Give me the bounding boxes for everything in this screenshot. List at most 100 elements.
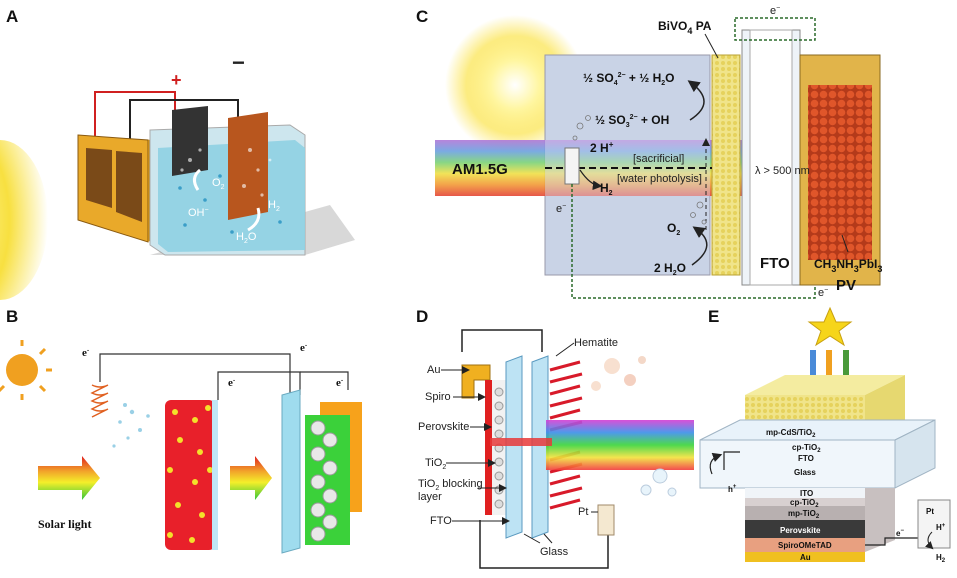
electron-wire-1 [99,353,291,395]
sun-icon [0,340,52,400]
sun-icon [807,306,853,347]
pt-coil-electrode [90,384,109,418]
perovskite-label: Perovskite [780,526,821,535]
electron-label: e− [896,528,904,538]
hematite-nanorods [165,400,218,550]
bubbles [572,115,707,225]
solar-light-arrow-2 [230,456,272,500]
hematite-pointer [555,342,575,357]
electron-wire [865,537,918,546]
bivo4-photoanode [711,54,741,276]
bubbles [591,356,677,497]
solar-cell-strip-1 [86,148,112,208]
solar-light-label: Solar light [38,517,91,531]
pv-cell [281,389,362,554]
negative-wire [129,99,239,148]
hematite-label: Hematite [574,337,618,349]
glass-pointer-2 [543,533,553,544]
spiro-layer [745,538,865,552]
reaction-1: ½ SO42− + ½ H2O [583,71,675,87]
glass-top [699,419,936,441]
bubbles [112,403,150,448]
spiro-label: Spiro [425,391,451,403]
o2-label: O2 [212,177,225,191]
pv-material-label: CH3NH3PbI3 [814,257,882,274]
electron-path-top [734,17,816,41]
electron-label-4: e- [336,376,344,389]
pv-pointer [841,234,849,253]
hole-label: h+ [728,484,737,494]
bubbles [180,148,272,197]
stack-side [865,488,895,552]
nanoparticles [310,420,338,542]
electron-wire-2 [217,371,301,400]
fto-glass-inner [749,29,793,286]
pt-electrode [917,499,951,549]
bivo4-pointer [704,33,719,59]
h2-arrow [579,169,603,191]
mp-tio2-layer [745,506,865,520]
panel-letter-e: E [708,307,719,326]
h2-label: H2 [268,199,280,213]
panel-letter-a: A [6,7,18,26]
h2-label: H2 [600,181,613,197]
electron-label-2: e- [300,341,308,354]
hole-arrow [709,452,723,475]
glass-label: Glass [540,546,569,558]
reduction-arrow [247,207,261,232]
minus-sign: − [232,50,245,75]
cp-tio2-layer [745,498,865,506]
perovskite-label: Perovskite [418,421,469,433]
tio2-blocking-label: TiO2 blocking [418,478,483,492]
panel-c: C e− BiVO4 PA ½ SO42− + ½ H2O ½ SO32− + … [416,5,882,299]
au-label: Au [800,553,811,562]
h2-label: H2 [936,553,946,564]
pt-label: Pt [926,507,934,516]
panel-letter-c: C [416,7,428,26]
solar-cell-strip-2 [116,151,142,222]
electron-label-1: e- [82,346,90,359]
panel-b: B e- e- e- e- Solar light [0,307,362,554]
glass-side [894,419,936,489]
water-oxidation-arrow [691,226,708,266]
h2o-label: H2O [236,231,257,245]
h2o-label: 2 H2O [654,261,686,277]
mp-tio2-label: mp-TiO2 [788,509,820,520]
lambda-label: λ > 500 nm [755,165,810,177]
h2-evolution-arrow [924,531,934,550]
tio2-blocking-label-2: layer [418,491,442,503]
water-photolysis-label: [water photolysis] [617,173,702,185]
fto-label: FTO [430,515,452,527]
panel-a: A + − O2 OH− H2 H2O [0,7,355,300]
cathode-electrode [228,112,268,220]
fto-label: FTO [760,255,790,272]
cp-tio2-bottom-label: cp-TiO2 [790,498,819,509]
fto-glass-2 [531,355,549,539]
electron-label-top: e− [770,5,780,17]
oxidation-arrow [193,168,202,191]
pt-label: Pt [578,506,588,518]
tio2-particles [494,387,504,509]
ito-layer [745,488,865,498]
panel-d: D [416,307,694,569]
two-h-plus-label: 2 H+ [590,140,614,155]
bottom-wire [479,520,609,569]
oh-label: OH− [188,207,209,219]
top-wire [461,329,543,352]
solar-light-arrow-1 [38,456,100,500]
panel-letter-d: D [416,307,428,326]
tio2-label: TiO2 [425,457,446,471]
electron-label-left: e− [556,203,566,215]
perovskite-pv [808,85,872,260]
au-label: Au [427,364,440,376]
electron-path-bottom [571,184,816,299]
electron-wire-3 [300,371,349,390]
perovskite-layer [745,520,865,538]
fto-glass-1 [505,355,523,539]
am15g-label: AM1.5G [452,161,508,178]
glass-label: Glass [794,468,816,477]
pv-label: PV [836,277,856,294]
bivo4-label: BiVO4 PA [658,19,712,36]
pt-electrode [597,504,615,536]
